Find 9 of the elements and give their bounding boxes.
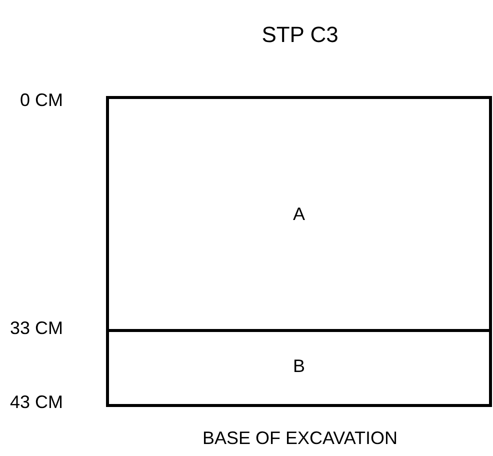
soil-layer <box>106 329 492 407</box>
title: STP C3 <box>260 22 340 48</box>
layer-label: B <box>292 356 305 377</box>
base-label: BASE OF EXCAVATION <box>201 428 399 449</box>
soil-layer <box>106 96 492 332</box>
layer-label: A <box>292 204 305 224</box>
depth-label: 43 CM <box>10 392 64 413</box>
depth-label: 33 CM <box>10 318 64 339</box>
depth-label: 0 CM <box>20 90 64 111</box>
